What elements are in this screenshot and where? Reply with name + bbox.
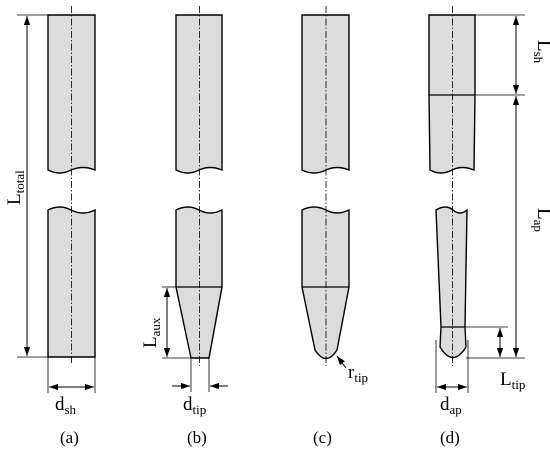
shaft-d-lower [435,206,468,359]
shaft-b-lower [175,206,223,359]
label-l-tip: Ltip [500,369,525,392]
shaft-d-upper [428,14,476,174]
shaft-b-upper [175,14,223,174]
label-l-aux: Laux [140,317,163,348]
variant-a [17,6,96,393]
shaft-c-lower [301,206,350,360]
caption-c: (c) [313,428,332,447]
label-l-ap: Lap [531,208,550,232]
label-d-ap: dap [440,394,462,417]
leader-r-tip [336,355,347,369]
variant-d [428,6,525,393]
label-d-sh: dsh [55,394,77,417]
label-l-total: Ltotal [4,170,27,205]
shaft-c-upper [301,14,350,174]
variant-b [162,6,228,392]
caption-a: (a) [60,428,79,447]
caption-d: (d) [440,428,460,447]
label-l-sh: Lsh [531,40,550,64]
caption-b: (b) [187,428,207,447]
label-r-tip: rtip [348,362,368,385]
variant-c [301,6,350,369]
label-d-tip: dtip [183,394,206,417]
